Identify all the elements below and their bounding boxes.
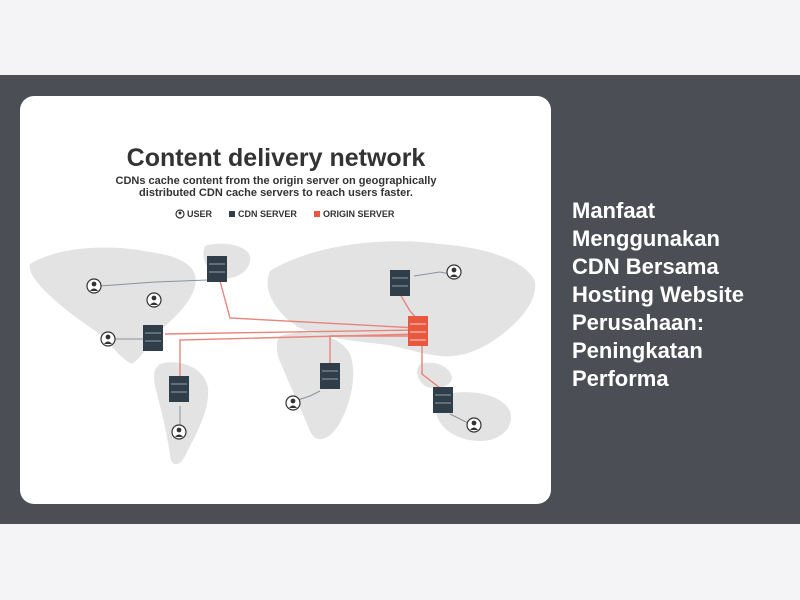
legend-user-icon: [175, 209, 185, 219]
legend-origin-server-label: ORIGIN SERVER: [323, 209, 395, 219]
cdn-server-icon: [207, 256, 227, 282]
user-icon: [86, 278, 102, 294]
map-eurasia: [267, 241, 536, 357]
legend-cdn-server-icon: [229, 211, 235, 217]
cdn-infographic: Content delivery network CDNs cache cont…: [29, 144, 536, 465]
map-africa: [276, 332, 354, 440]
legend-cdn-server-label: CDN SERVER: [238, 209, 297, 219]
link-origin-australia: [421, 338, 441, 389]
cdn-server-icon: [433, 387, 453, 413]
map-north-america: [29, 247, 196, 364]
link-cdn-user-africa: [294, 390, 321, 402]
cdn-server-icon: [320, 363, 340, 389]
link-origin-africa: [329, 335, 418, 374]
headline-line: Perusahaan:: [572, 310, 705, 335]
legend: USER CDN SERVER ORIGIN SERVER: [175, 209, 395, 219]
map-australia: [435, 392, 511, 441]
cdn-server-icon: [143, 325, 163, 351]
user-icon: [171, 424, 187, 440]
headline-line: Peningkatan: [572, 338, 703, 363]
cdn-infographic-card: Content delivery network CDNs cache cont…: [20, 96, 551, 504]
map-south-america: [154, 362, 209, 465]
user-icon: [146, 292, 162, 308]
cdn-server-icon: [169, 376, 189, 402]
link-cdn-user-australia: [449, 413, 471, 425]
legend-origin-server-icon: [314, 211, 320, 217]
headline-line: CDN Bersama: [572, 254, 719, 279]
headline-line: Hosting Website: [572, 282, 744, 307]
headline-line: Manfaat: [572, 198, 656, 223]
user-icon: [446, 264, 462, 280]
infographic-title: Content delivery network: [127, 144, 426, 172]
headline-line: Performa: [572, 366, 669, 391]
link-cdn-user-na1: [99, 279, 209, 287]
cdn-server-icon: [390, 270, 410, 296]
user-icon: [100, 331, 116, 347]
article-headline: Manfaat Menggunakan CDN Bersama Hosting …: [572, 197, 787, 393]
origin-server-icon: [408, 316, 428, 346]
link-origin-na-north: [219, 280, 419, 329]
link-origin-na-central: [164, 329, 419, 335]
infographic-subtitle-line-1: CDNs cache content from the origin serve…: [116, 175, 438, 187]
user-icon: [466, 417, 482, 433]
map-southeast-asia: [417, 362, 452, 389]
infographic-subtitle-line-2: distributed CDN cache servers to reach u…: [139, 187, 413, 199]
legend-user-label: USER: [187, 209, 213, 219]
user-icon: [285, 395, 301, 411]
headline-line: Menggunakan: [572, 226, 720, 251]
